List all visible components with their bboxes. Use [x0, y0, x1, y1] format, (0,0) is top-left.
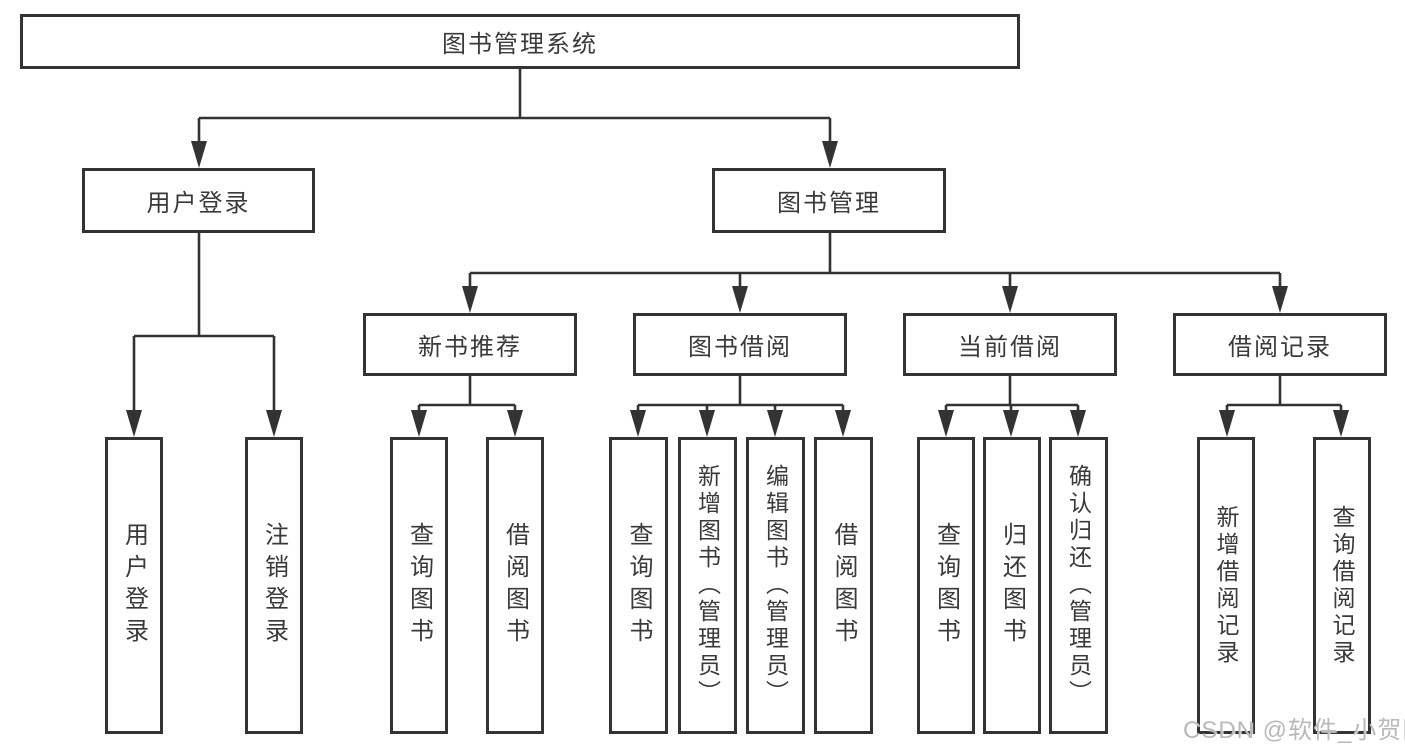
leaf-return-books-label: 归还图书 [998, 521, 1026, 650]
node-book-borrowing-label: 图书借阅 [688, 334, 792, 361]
arrowhead-icon [507, 410, 523, 437]
arrowhead-icon [1219, 410, 1235, 437]
leaf-confirm-return-admin-label: 确认归还（管理员） [1065, 464, 1092, 707]
leaf-borrow-books-borrowing-label: 借阅图书 [830, 521, 857, 650]
arrowhead-icon [822, 141, 838, 168]
leaf-user-login-label: 用户登录 [120, 521, 148, 650]
leaf-edit-book-admin-label: 编辑图书（管理员） [762, 464, 789, 707]
leaf-borrow-books-borrowing: 借阅图书 [814, 437, 873, 734]
node-root: 图书管理系统 [20, 14, 1020, 69]
arrowhead-icon [1333, 410, 1349, 437]
arrowhead-icon [191, 141, 207, 168]
node-user-login-label: 用户登录 [146, 190, 251, 217]
arrowhead-icon [767, 410, 783, 437]
connector-lines [132, 69, 1343, 415]
leaf-query-borrow-record-label: 查询借阅记录 [1329, 504, 1355, 667]
leaf-add-book-admin: 新增图书（管理员） [678, 437, 737, 734]
leaf-query-borrow-record: 查询借阅记录 [1313, 437, 1371, 734]
arrowhead-icon [835, 410, 851, 437]
leaf-query-books-recommend: 查询图书 [390, 437, 448, 734]
arrowhead-icon [462, 286, 478, 313]
leaf-return-books: 归还图书 [983, 437, 1041, 734]
arrowhead-icon [732, 286, 748, 313]
leaf-add-borrow-record: 新增借阅记录 [1197, 437, 1255, 734]
leaf-edit-book-admin: 编辑图书（管理员） [746, 437, 805, 734]
node-current-borrowing: 当前借阅 [903, 313, 1117, 376]
node-borrow-records: 借阅记录 [1173, 313, 1387, 376]
leaf-confirm-return-admin: 确认归还（管理员） [1049, 437, 1108, 734]
leaf-user-login: 用户登录 [105, 437, 163, 734]
arrow-heads [126, 141, 1349, 437]
arrowhead-icon [1003, 410, 1019, 437]
leaf-borrow-books-recommend: 借阅图书 [486, 437, 544, 734]
arrowhead-icon [1002, 286, 1018, 313]
leaf-query-books-current: 查询图书 [917, 437, 975, 734]
leaf-borrow-books-recommend-label: 借阅图书 [501, 521, 529, 650]
arrowhead-icon [699, 410, 715, 437]
node-new-book-recommend: 新书推荐 [363, 313, 577, 376]
arrowhead-icon [938, 410, 954, 437]
leaf-query-books-current-label: 查询图书 [932, 521, 960, 650]
arrowhead-icon [126, 410, 142, 437]
arrowhead-icon [630, 410, 646, 437]
arrowhead-icon [1272, 286, 1288, 313]
node-book-management: 图书管理 [712, 168, 946, 233]
leaf-logout: 注销登录 [245, 437, 303, 734]
leaf-query-books-recommend-label: 查询图书 [405, 521, 433, 650]
node-current-borrowing-label: 当前借阅 [958, 334, 1062, 361]
leaf-query-books-borrowing-label: 查询图书 [625, 521, 652, 650]
arrowhead-icon [266, 410, 282, 437]
node-new-book-recommend-label: 新书推荐 [418, 334, 522, 361]
arrowhead-icon [1070, 410, 1086, 437]
leaf-query-books-borrowing: 查询图书 [609, 437, 668, 734]
arrowhead-icon [411, 410, 427, 437]
leaf-add-book-admin-label: 新增图书（管理员） [694, 464, 721, 707]
leaf-logout-label: 注销登录 [260, 521, 288, 650]
leaf-add-borrow-record-label: 新增借阅记录 [1213, 504, 1239, 667]
node-borrow-records-label: 借阅记录 [1228, 334, 1332, 361]
node-root-label: 图书管理系统 [442, 31, 598, 58]
node-book-borrowing: 图书借阅 [633, 313, 847, 376]
node-user-login: 用户登录 [82, 168, 315, 233]
node-book-management-label: 图书管理 [777, 190, 881, 217]
watermark: CSDN @软件_小贺同学 [1183, 717, 1405, 744]
